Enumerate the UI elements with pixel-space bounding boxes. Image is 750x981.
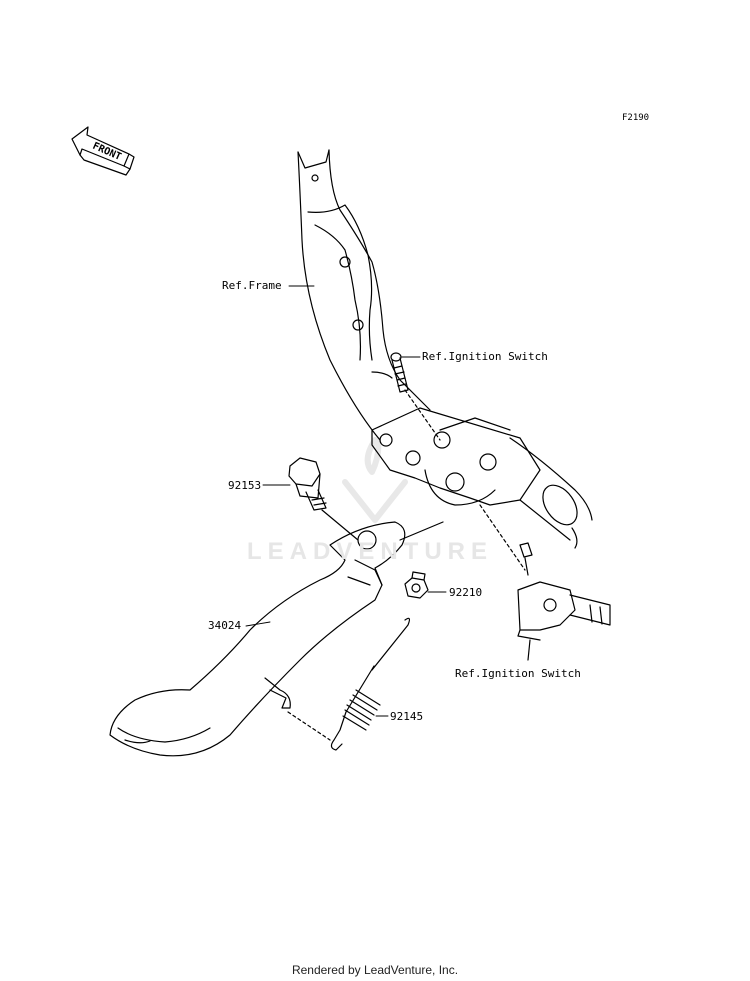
- front-arrow-icon: FRONT: [71, 126, 135, 176]
- ignition-switch-bolt: [390, 352, 441, 441]
- label-ref-frame: Ref.Frame: [222, 279, 282, 292]
- watermark-text: LEADVENTURE: [247, 538, 494, 565]
- leader-lines: [245, 285, 447, 717]
- nut-92210: [404, 571, 429, 599]
- label-ref-ignition-switch-bottom: Ref.Ignition Switch: [455, 667, 581, 680]
- label-ref-ignition-switch-top: Ref.Ignition Switch: [422, 350, 548, 363]
- part-number-92145[interactable]: 92145: [390, 710, 424, 723]
- diagram-code: F2190: [622, 113, 650, 123]
- watermark-logo: [342, 437, 408, 523]
- side-stand-34024: [109, 521, 444, 757]
- frame-tube: [297, 149, 593, 549]
- spring-92145: [287, 617, 411, 751]
- ignition-switch-bottom: [479, 504, 611, 661]
- part-number-92210[interactable]: 92210: [449, 586, 483, 599]
- footer-credit: Rendered by LeadVenture, Inc.: [291, 963, 459, 977]
- part-number-34024[interactable]: 34024: [208, 619, 242, 632]
- bolt-92153: [288, 457, 359, 541]
- part-number-92153[interactable]: 92153: [228, 479, 262, 492]
